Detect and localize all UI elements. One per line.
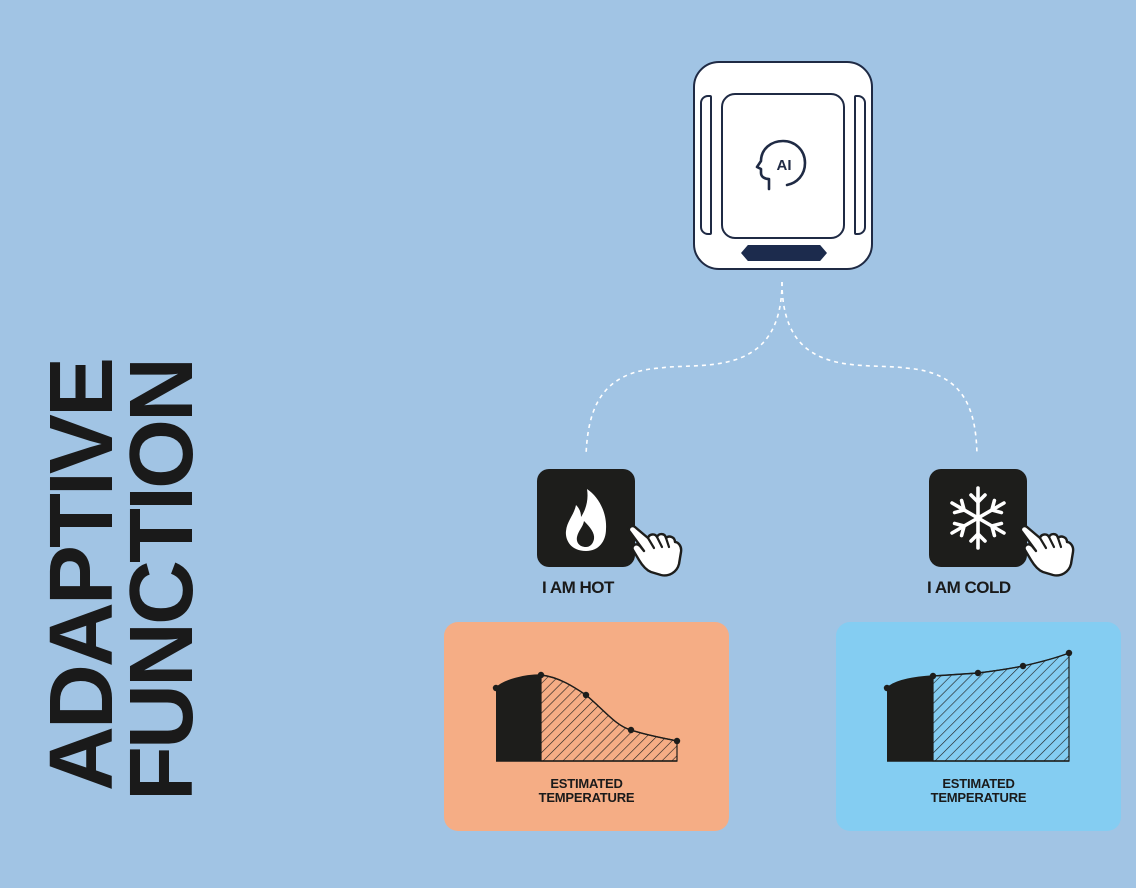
device-side-panel-left xyxy=(700,95,712,235)
cold-card-label-line-1: ESTIMATED xyxy=(942,776,1015,791)
ai-head-icon: AI xyxy=(755,139,807,191)
cold-mode-button[interactable] xyxy=(929,469,1027,567)
cold-temperature-curve xyxy=(883,649,1073,762)
flame-icon xyxy=(565,489,607,551)
hot-mode-label: I AM HOT xyxy=(542,578,614,597)
hot-card-label-line-2: TEMPERATURE xyxy=(538,790,635,805)
hot-card-label-line-1: ESTIMATED xyxy=(550,776,623,791)
device-side-panel-right xyxy=(854,95,866,235)
hot-card-label: ESTIMATED TEMPERATURE xyxy=(444,777,729,805)
page-title: ADAPTIVE FUNCTION xyxy=(32,360,212,830)
title-line-1: ADAPTIVE xyxy=(32,360,132,792)
hot-temperature-card: ESTIMATED TEMPERATURE xyxy=(444,622,729,831)
cold-card-label: ESTIMATED TEMPERATURE xyxy=(836,777,1121,805)
cold-mode-label: I AM COLD xyxy=(927,578,1011,597)
hot-mode-button[interactable] xyxy=(537,469,635,567)
snowflake-icon xyxy=(950,486,1006,550)
title-line-2: FUNCTION xyxy=(112,360,212,801)
ai-device: AI xyxy=(693,61,873,270)
device-screen xyxy=(721,93,845,239)
pointing-hand-icon xyxy=(1019,524,1075,577)
pointing-hand-icon xyxy=(627,524,683,577)
device-status-light xyxy=(741,245,827,261)
connector-to-cold xyxy=(781,281,978,456)
hot-temperature-curve xyxy=(492,671,681,762)
connector-to-hot xyxy=(585,281,783,456)
cold-card-label-line-2: TEMPERATURE xyxy=(930,790,1027,805)
ai-icon-text: AI xyxy=(777,157,792,174)
cold-temperature-card: ESTIMATED TEMPERATURE xyxy=(836,622,1121,831)
